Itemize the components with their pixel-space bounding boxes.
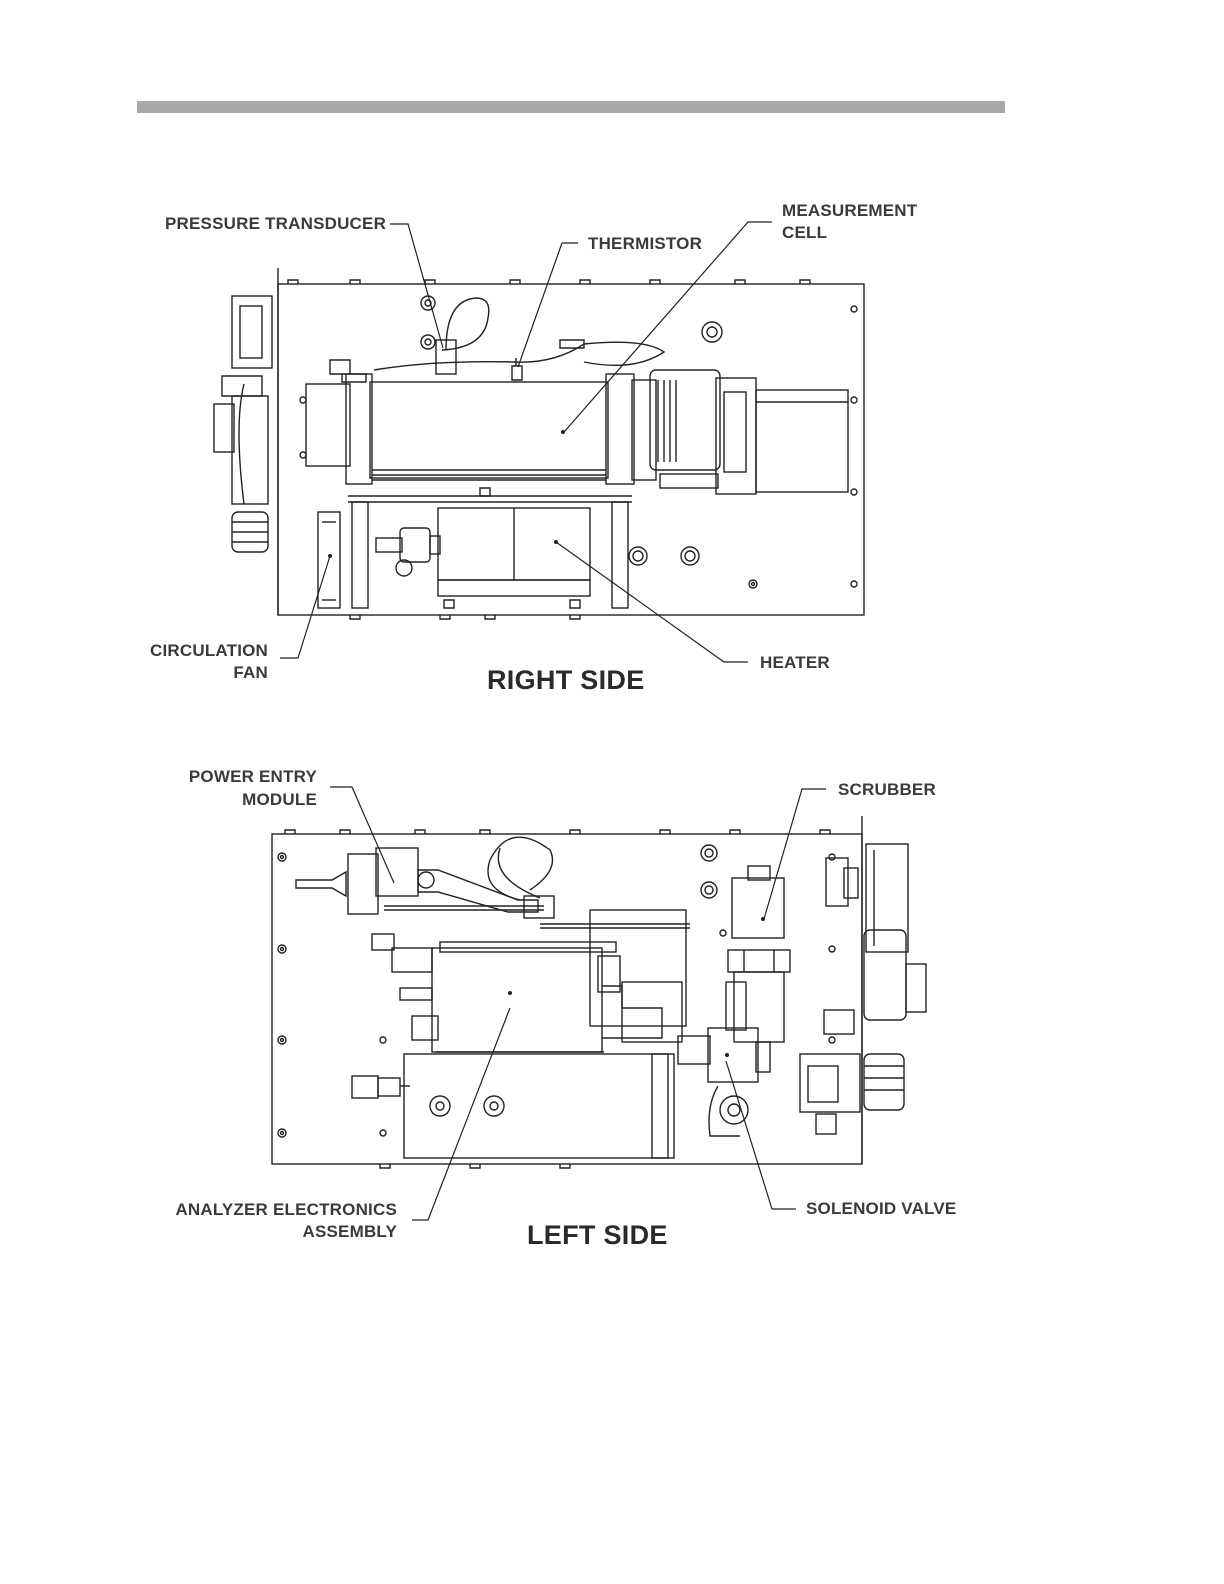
leader-solenoid-valve (726, 1061, 796, 1209)
label-analyzer-electronics-line2: ASSEMBLY (150, 1221, 397, 1243)
label-measurement-cell-line1: MEASUREMENT (782, 200, 917, 222)
leader-scrubber (764, 789, 826, 919)
label-scrubber: SCRUBBER (838, 779, 936, 801)
scrubber (728, 866, 790, 1042)
right-chassis-tabs (288, 280, 810, 619)
left-chassis-tabs (285, 830, 830, 1168)
label-thermistor: THERMISTOR (588, 233, 702, 255)
right-tubing (374, 298, 664, 370)
label-heater: HEATER (760, 652, 830, 674)
label-pressure-transducer: PRESSURE TRANSDUCER (165, 213, 386, 235)
leader-heater (556, 542, 748, 662)
leader-circulation-fan (280, 556, 330, 658)
heater (376, 508, 590, 596)
left-rear-panel (800, 844, 926, 1134)
left-tubing-coil (488, 837, 553, 900)
left-mount-holes (278, 853, 835, 1137)
measurement-cell (306, 374, 656, 484)
right-chassis (278, 284, 864, 615)
leader-power-entry (330, 787, 394, 883)
label-solenoid-valve: SOLENOID VALVE (806, 1198, 956, 1220)
label-power-entry-line1: POWER ENTRY (160, 766, 317, 788)
label-circulation-fan-line1: CIRCULATION (150, 640, 268, 662)
lamp-housing (650, 370, 848, 494)
label-measurement-cell-line2: CELL (782, 222, 827, 244)
right-side-drawing (0, 0, 1224, 720)
label-power-entry-line2: MODULE (160, 789, 317, 811)
right-connectors (629, 547, 699, 565)
left-chassis (272, 834, 862, 1164)
caption-left-side: LEFT SIDE (527, 1220, 668, 1251)
caption-right-side: RIGHT SIDE (487, 665, 645, 696)
analyzer-electronics-assembly (372, 934, 682, 1052)
solenoid-valve (678, 982, 770, 1136)
label-analyzer-electronics-line1: ANALYZER ELECTRONICS (150, 1199, 397, 1221)
power-entry-module (296, 848, 538, 914)
label-circulation-fan-line2: FAN (150, 662, 268, 684)
leader-pressure-transducer (390, 224, 443, 348)
right-front-panel (214, 296, 272, 552)
